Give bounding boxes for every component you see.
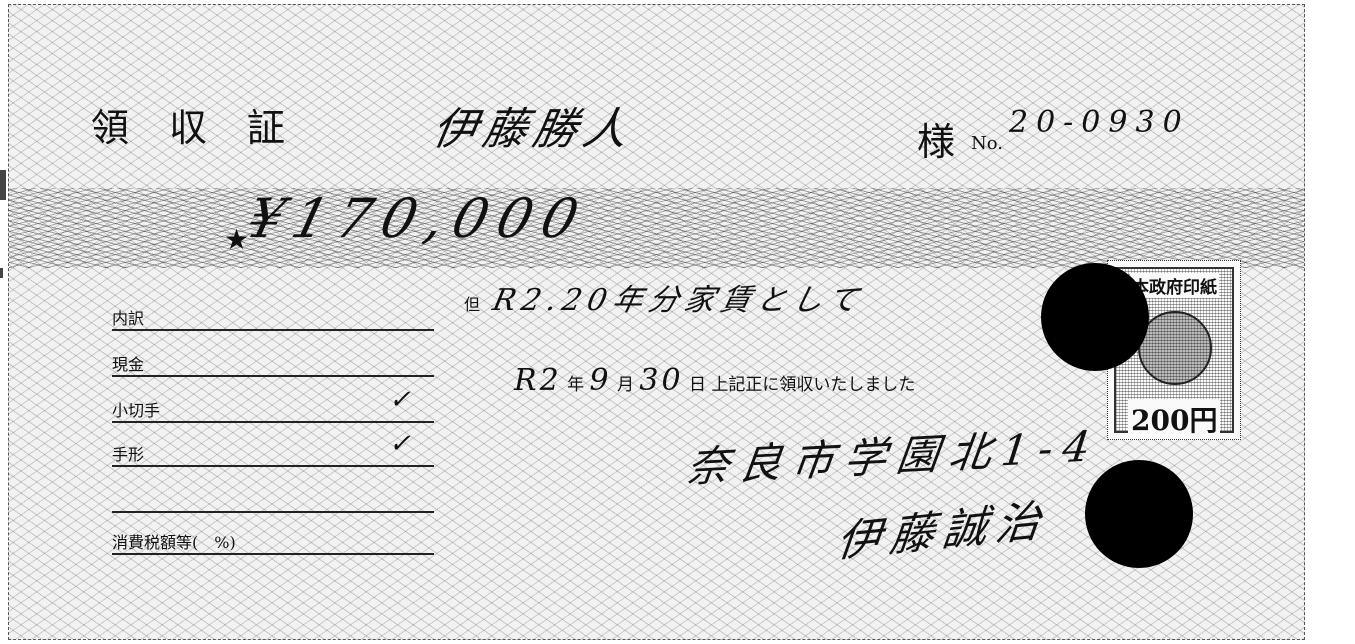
stamp-value: 200円: [1128, 399, 1221, 439]
receipt-statement: 上記正に領収いたしました: [711, 375, 916, 395]
left-margin-mark: [0, 170, 6, 200]
divider: [112, 421, 434, 423]
revenue-stamp: 本政府印紙 200円: [1107, 260, 1241, 440]
day-label: 日: [689, 375, 706, 395]
emblem-icon: [1138, 311, 1212, 385]
divider: [112, 375, 434, 377]
number-label: No.: [971, 133, 1003, 154]
date-line: R2 年 9 月 30 日 上記正に領収いたしました: [514, 363, 915, 398]
issuer-address: 奈良市学園北1-4: [683, 421, 1103, 492]
stamp-top-text: 本政府印紙: [1130, 273, 1219, 298]
bill-mark: ✓: [389, 429, 411, 459]
check-mark: ✓: [389, 385, 411, 415]
cash-label: 現金: [112, 355, 145, 374]
details-heading: 内訳: [112, 309, 145, 328]
issuer-name: 伊藤誠治: [834, 495, 1051, 568]
star-icon: ★: [224, 223, 250, 256]
divider: [112, 511, 434, 513]
tax-label: 消費税額等( %): [112, 533, 236, 552]
bill-label: 手形: [112, 445, 145, 464]
divider: [112, 465, 434, 467]
date-era-year: R2: [514, 363, 562, 398]
redaction-circle: [1041, 263, 1149, 371]
date-day: 30: [639, 363, 684, 398]
divider: [112, 553, 434, 555]
payee-name: 伊藤勝人: [428, 104, 638, 155]
date-month: 9: [589, 363, 612, 398]
divider: [112, 329, 434, 331]
receipt-title: 領収証: [91, 106, 326, 150]
security-wave-band: [9, 188, 1304, 268]
month-label: 月: [617, 375, 634, 395]
check-label: 小切手: [112, 401, 161, 420]
year-label: 年: [567, 375, 585, 395]
left-margin-mark: [0, 268, 3, 278]
honorific: 様: [917, 120, 956, 164]
receipt-form: 領収証 伊藤勝人 様 No. 20-0930 ★ ¥170,000 内訳 現金 …: [8, 4, 1305, 640]
redaction-circle: [1085, 460, 1193, 568]
purpose-value: R2.20年分家賃として: [489, 283, 868, 318]
purpose-label: 但: [464, 295, 481, 314]
amount: ¥170,000: [241, 187, 595, 250]
receipt-number: 20-0930: [1009, 105, 1190, 140]
